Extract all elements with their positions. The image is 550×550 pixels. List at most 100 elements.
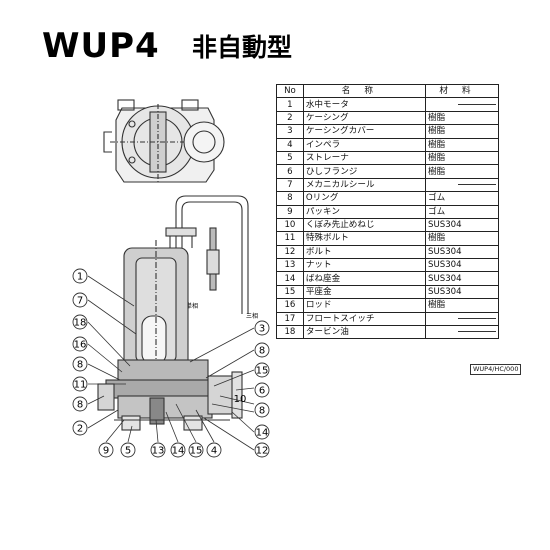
callout-label: 3 — [259, 324, 265, 335]
part-material: 樹脂 — [425, 231, 499, 246]
header-name: 名称 — [302, 83, 427, 99]
callout-label: 8 — [259, 346, 265, 357]
part-name: フロートスイッチ — [302, 311, 427, 327]
callout-bubbles-right: 3 8 15 6 10 8 14 12 — [234, 320, 270, 458]
part-material: SUS304 — [425, 271, 499, 286]
pump-top-view — [103, 99, 225, 184]
part-name: 特殊ボルト — [302, 231, 427, 246]
part-number: 13 — [276, 258, 304, 273]
part-number: 12 — [276, 244, 304, 260]
drawing-code: WUP4/HC/000 — [470, 364, 522, 375]
callout-label: 4 — [211, 446, 217, 457]
part-number: 5 — [276, 150, 304, 166]
float-switch — [165, 195, 249, 314]
parts-table-header: No 名称 材料 — [276, 83, 499, 99]
three-phase-label: 三相 — [246, 312, 258, 320]
part-material — [425, 97, 499, 112]
part-material — [425, 177, 499, 193]
part-number: 10 — [276, 217, 304, 233]
callout-label: 7 — [77, 296, 83, 307]
part-material: SUS304 — [425, 244, 499, 260]
part-material: SUS304 — [425, 217, 499, 233]
part-number: 14 — [276, 271, 304, 286]
callout-label: 1 — [77, 272, 83, 283]
part-number: 15 — [276, 284, 304, 300]
part-name: パッキン — [302, 204, 427, 219]
model-name: WUP4 — [42, 26, 160, 66]
part-name: インペラ — [302, 137, 427, 152]
part-name: ケーシングカバー — [302, 124, 427, 139]
part-material: 樹脂 — [425, 110, 499, 126]
callout-label: 15 — [256, 366, 269, 377]
callout-bubbles-left: 1 7 18 16 8 11 8 2 — [72, 268, 88, 436]
callout-label: 8 — [77, 360, 83, 371]
callout-label: 5 — [125, 446, 131, 457]
part-material — [425, 325, 499, 340]
callout-label: 12 — [256, 446, 269, 457]
part-name: ストレーナ — [302, 150, 427, 166]
callout-label: 15 — [190, 446, 203, 457]
part-number: 17 — [276, 311, 304, 327]
part-name: くぼみ先止めねじ — [302, 217, 427, 233]
part-name: ばね座金 — [302, 271, 427, 286]
callouts-bottom — [105, 403, 215, 443]
part-number: 2 — [276, 110, 304, 126]
part-name: ボルト — [302, 244, 427, 260]
part-number: 11 — [276, 231, 304, 246]
part-name: タービン油 — [302, 325, 427, 340]
part-name: 平座金 — [302, 284, 427, 300]
callout-label: 10 — [234, 394, 247, 405]
callout-label: 2 — [77, 424, 83, 435]
part-number: 4 — [276, 137, 304, 152]
callout-label: 16 — [74, 340, 87, 351]
part-name: Oリング — [302, 191, 427, 206]
not-applicable-dash — [458, 317, 496, 319]
not-applicable-dash — [458, 103, 496, 105]
part-material: SUS304 — [425, 284, 499, 300]
part-name: ひしフランジ — [302, 164, 427, 179]
part-name: ケーシング — [302, 110, 427, 126]
part-number: 16 — [276, 298, 304, 313]
pump-type-label: 非自動型 — [192, 33, 293, 62]
callout-label: 8 — [77, 400, 83, 411]
callout-label: 9 — [103, 446, 109, 457]
callout-label: 14 — [172, 446, 185, 457]
callout-label: 6 — [259, 386, 265, 397]
part-name: ロッド — [302, 298, 427, 313]
header-no: No — [276, 83, 304, 99]
header-material: 材料 — [425, 83, 499, 99]
callout-label: 11 — [74, 380, 87, 391]
single-phase-label: 単相 — [186, 302, 198, 310]
part-number: 18 — [276, 325, 304, 340]
part-material — [425, 311, 499, 327]
callout-label: 14 — [256, 428, 269, 439]
not-applicable-dash — [458, 331, 496, 333]
part-number: 1 — [276, 97, 304, 112]
part-material: 樹脂 — [425, 164, 499, 179]
callouts-right — [189, 327, 255, 451]
part-material: SUS304 — [425, 258, 499, 273]
part-number: 3 — [276, 124, 304, 139]
part-number: 9 — [276, 204, 304, 219]
callout-label: 13 — [152, 446, 165, 457]
part-name: ナット — [302, 258, 427, 273]
part-material: 樹脂 — [425, 298, 499, 313]
